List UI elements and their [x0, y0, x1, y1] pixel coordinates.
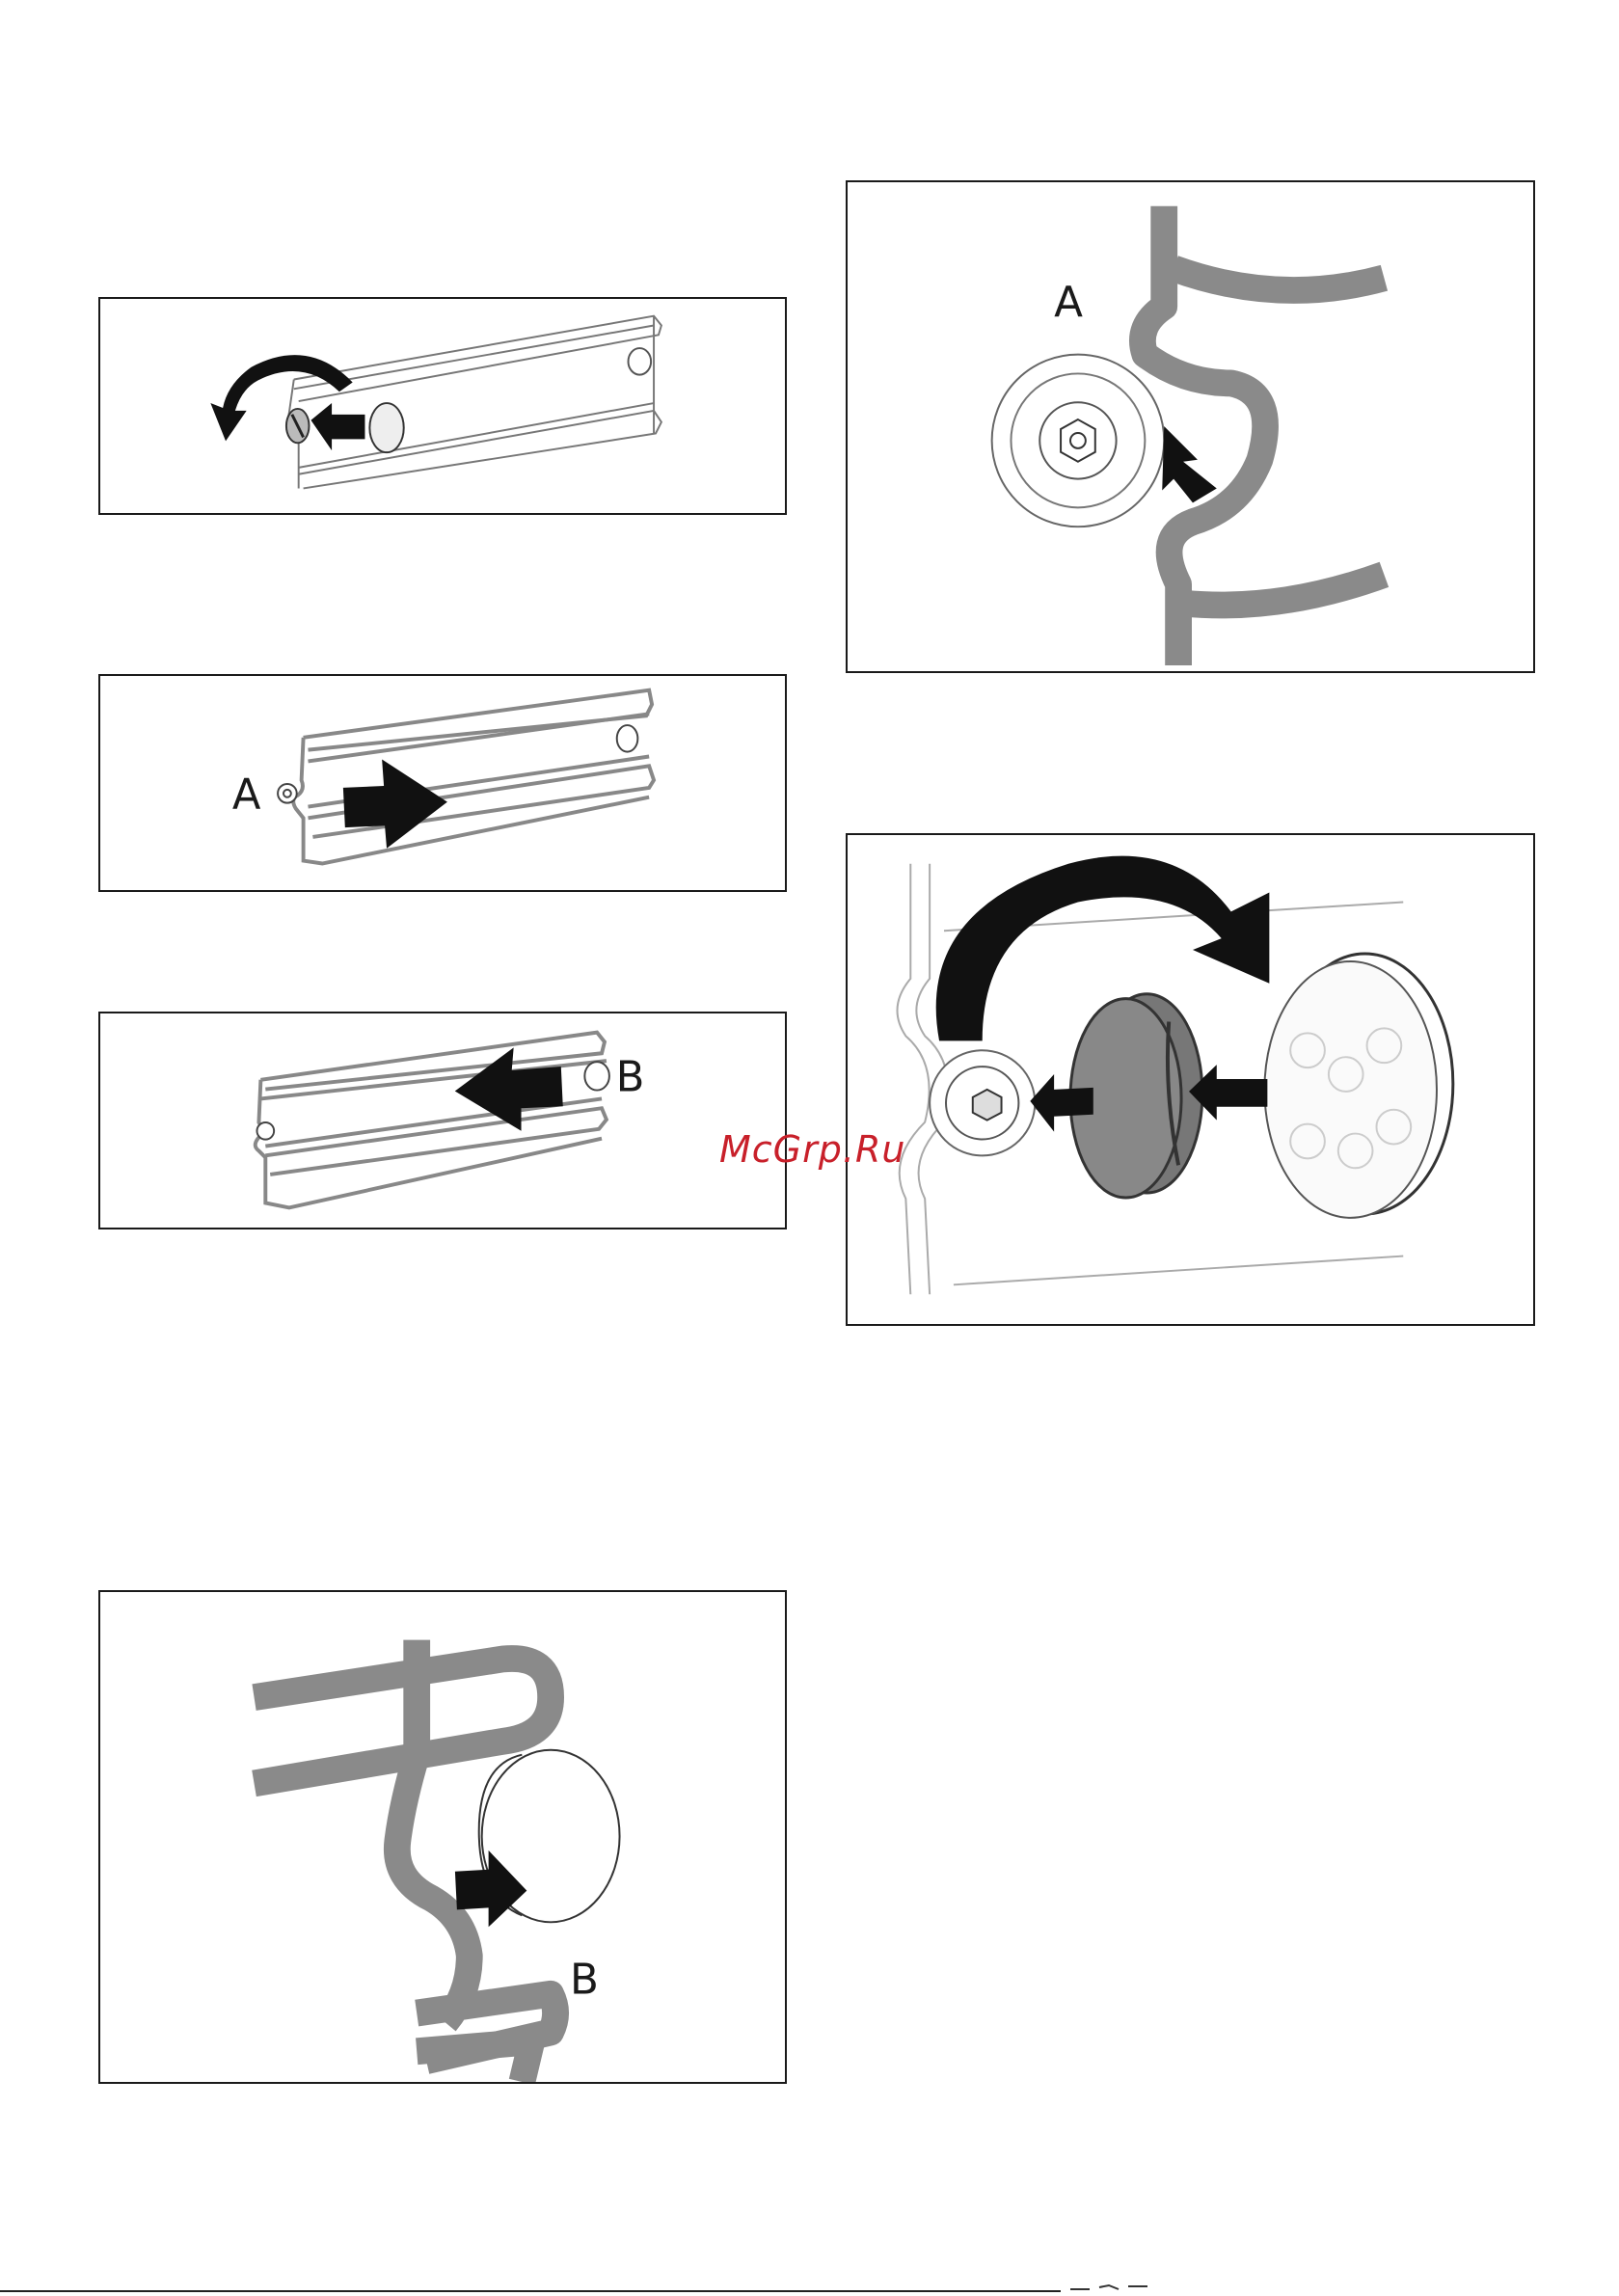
footer-divider — [0, 2290, 1061, 2292]
rail-illustration-2: A — [100, 676, 785, 890]
figure-1-unscrew-cap — [98, 297, 787, 515]
rail-illustration-6 — [848, 835, 1533, 1324]
rail-illustration-4: B — [100, 1592, 785, 2082]
figure-5-bolt-detail: A — [846, 180, 1535, 673]
callout-label: B — [616, 1054, 645, 1102]
push-arrow-icon — [1162, 426, 1217, 502]
figure-3-slide-rail: B — [98, 1012, 787, 1229]
callout-label: B — [570, 1956, 599, 2005]
rail-illustration-1 — [100, 299, 785, 513]
callout-label: A — [1054, 278, 1083, 327]
rail-illustration-3: B — [100, 1013, 785, 1228]
figure-4-cap-insert: B — [98, 1590, 787, 2084]
rail-illustration-5: A — [848, 182, 1533, 671]
footer-mark — [1070, 2283, 1157, 2291]
push-arrow-icon — [343, 759, 447, 848]
watermark-text: McGrp.Ru — [719, 1128, 905, 1171]
push-arrow-icon — [310, 403, 364, 450]
callout-label: A — [232, 771, 261, 820]
figure-6-cap-assembly — [846, 833, 1535, 1326]
figure-2-slide-rail: A — [98, 674, 787, 892]
